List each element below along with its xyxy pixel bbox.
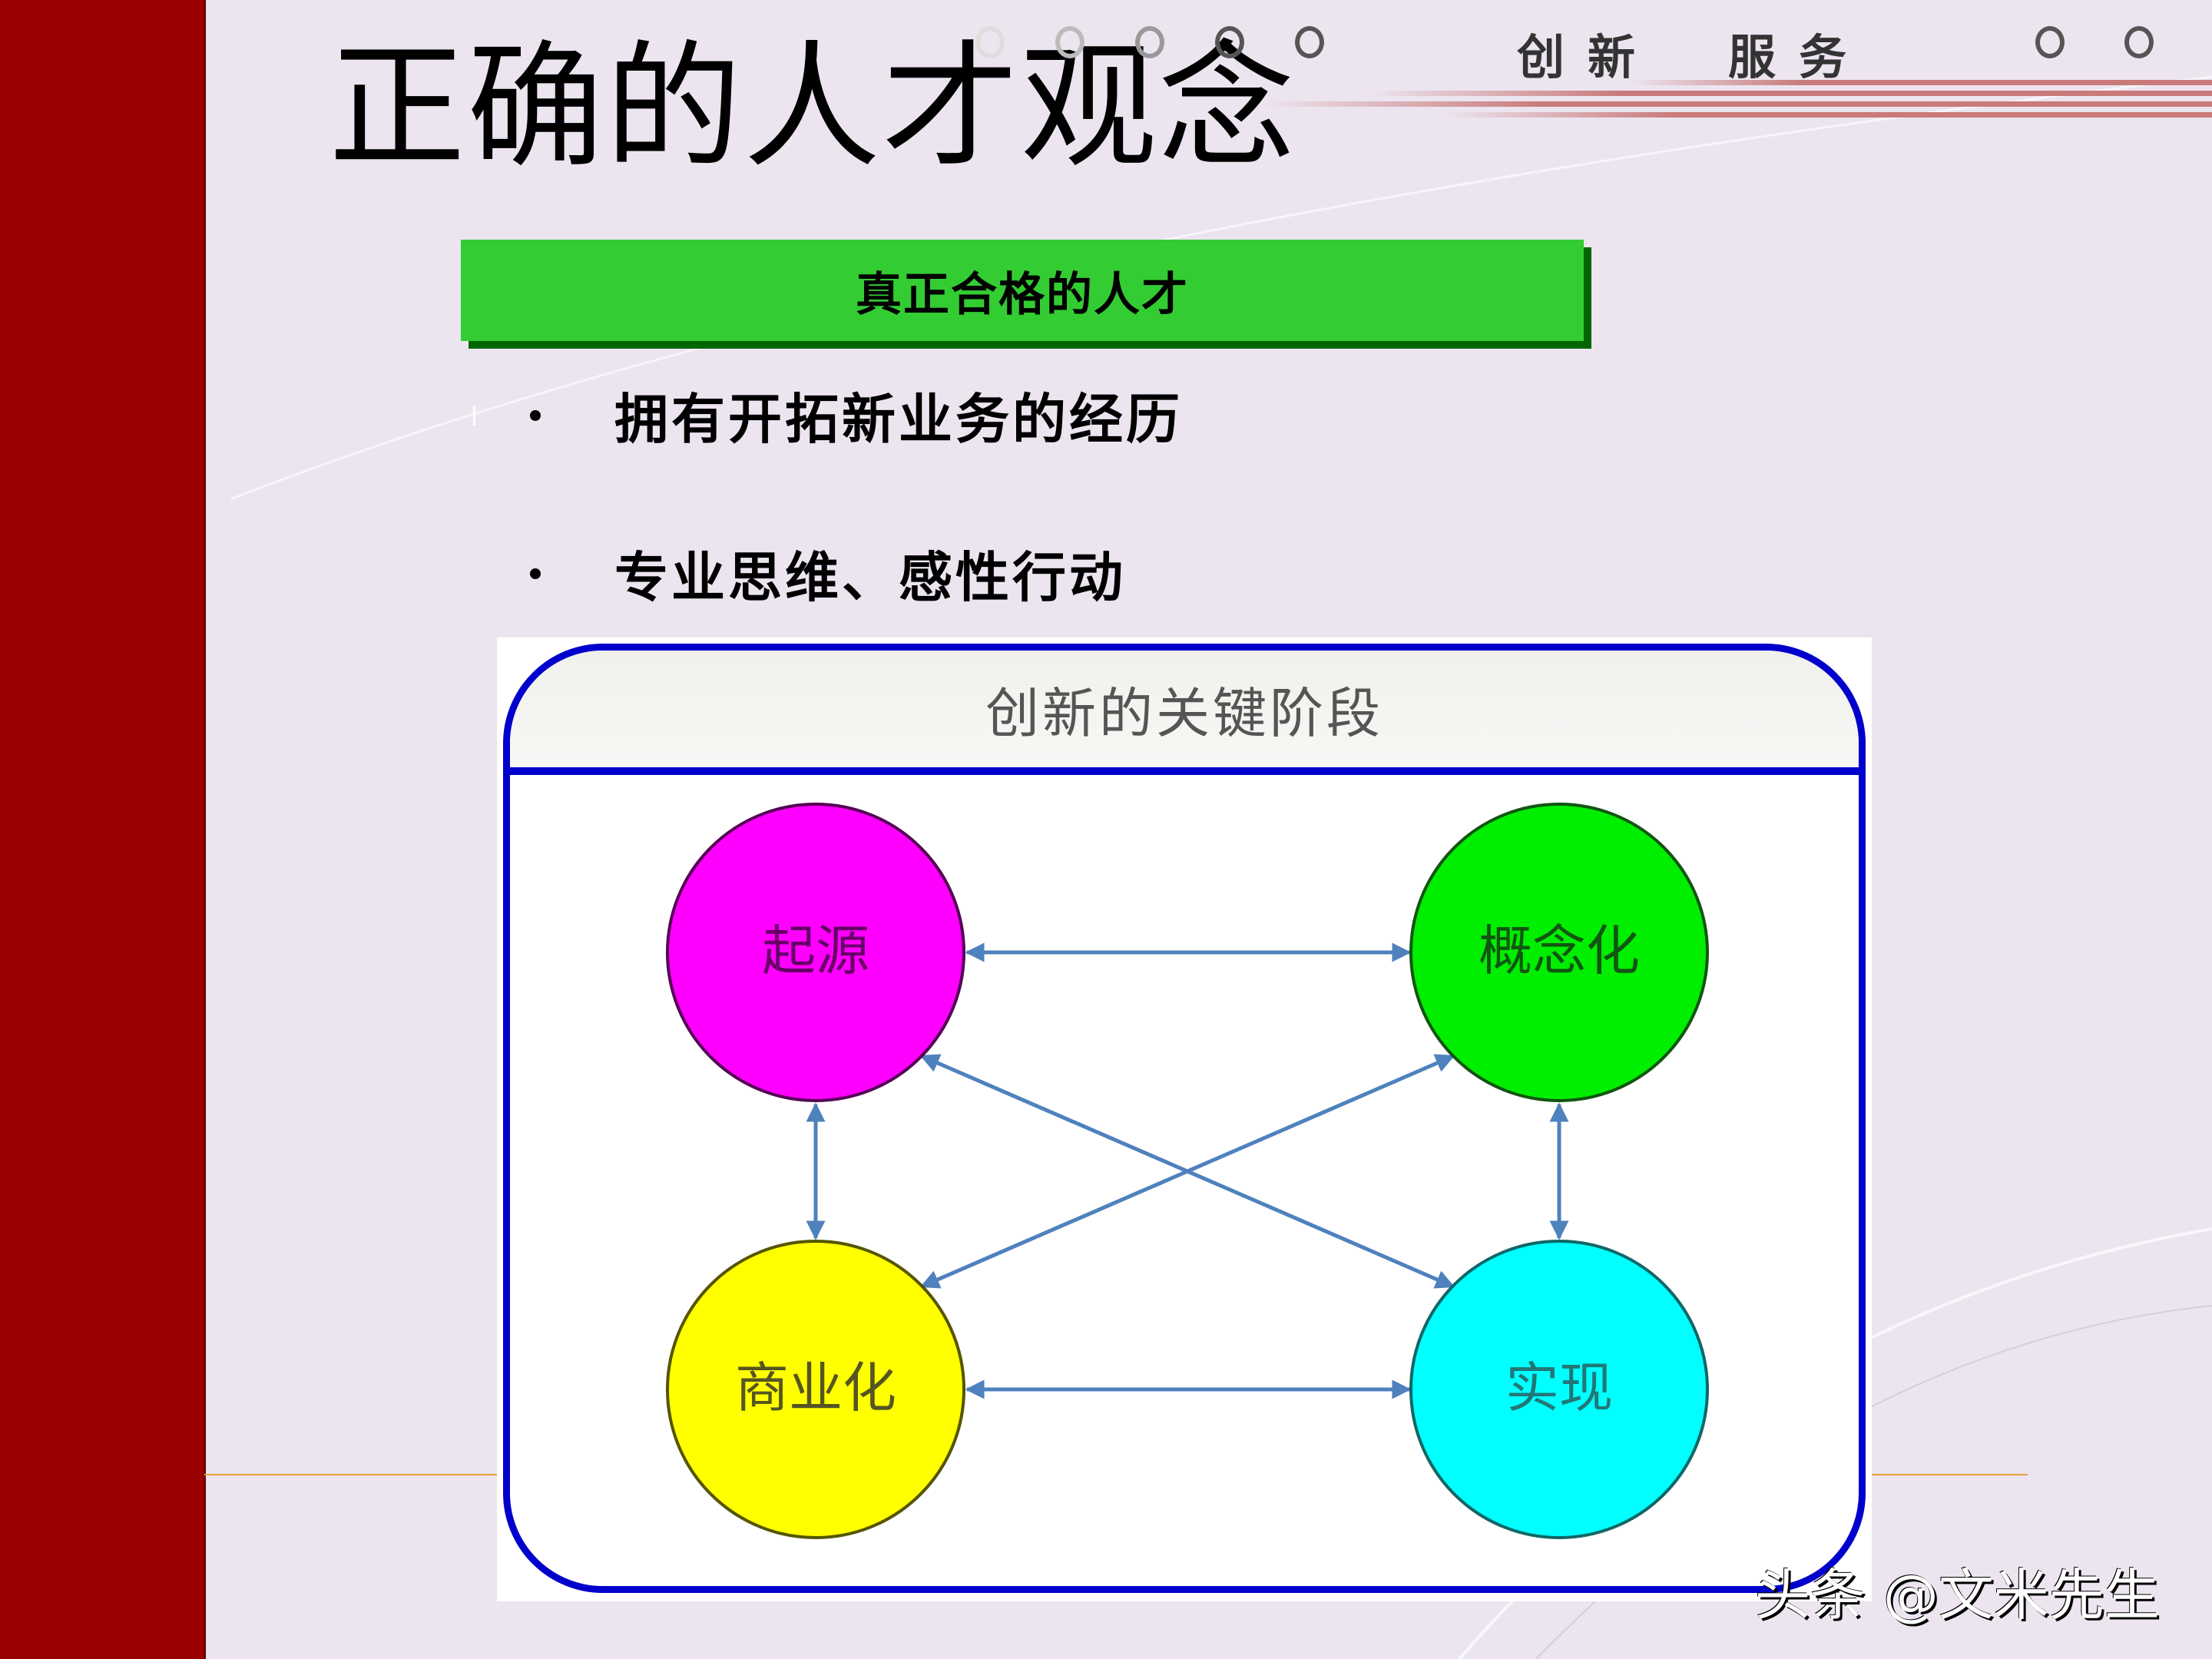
bullet-text: 专业思维、感性行动	[614, 546, 1126, 609]
svg-text:起源: 起源	[762, 919, 869, 982]
header-right-circles	[2035, 26, 2154, 58]
header-decor-circles	[975, 26, 1324, 58]
bullet-text: 拥有开拓新业务的经历	[614, 388, 1183, 451]
watermark: 头条 @文米先生	[1755, 1563, 2160, 1628]
node-realization: 实现	[1409, 1240, 1709, 1539]
edges	[806, 942, 1569, 1399]
edge-conceptualization-commercialization	[919, 1054, 1455, 1289]
slide-title: 正确的人才观念	[329, 28, 1296, 187]
circle-icon	[975, 26, 1005, 58]
diagram-header: 创新的关键阶段	[510, 651, 1859, 775]
diagram-title: 创新的关键阶段	[985, 681, 1383, 745]
circle-icon	[1135, 26, 1164, 58]
header-brand-left: 创新	[1517, 29, 1659, 85]
text-cursor-mark	[473, 406, 475, 426]
node-commercialization: 商业化	[666, 1240, 965, 1539]
circle-icon	[1295, 26, 1324, 58]
bullet-item: 专业思维、感性行动	[530, 535, 1126, 612]
section-heading-label: 真正合格的人才	[856, 267, 1189, 322]
innovation-stages-diagram: 创新的关键阶段 起源 概念化 商业化	[497, 637, 1872, 1601]
bullet-dot-icon	[530, 568, 541, 579]
header-brand-right: 服务	[1728, 29, 1870, 85]
node-origin: 起源	[666, 803, 965, 1102]
header-stripes	[1260, 77, 2212, 123]
circle-icon	[1215, 26, 1244, 58]
svg-text:商业化: 商业化	[735, 1356, 896, 1419]
diagram-graph: 起源 概念化 商业化 实现	[666, 803, 1709, 1539]
section-heading-box: 真正合格的人才	[461, 240, 1584, 341]
svg-text:实现: 实现	[1505, 1356, 1613, 1419]
bullet-dot-icon	[530, 409, 541, 421]
left-accent-bar	[0, 0, 206, 1659]
circle-icon	[2035, 26, 2065, 58]
svg-text:概念化: 概念化	[1479, 919, 1640, 982]
circle-icon	[2124, 26, 2154, 58]
node-conceptualization: 概念化	[1409, 803, 1709, 1102]
bullet-item: 拥有开拓新业务的经历	[530, 376, 1183, 454]
circle-icon	[1055, 26, 1084, 58]
